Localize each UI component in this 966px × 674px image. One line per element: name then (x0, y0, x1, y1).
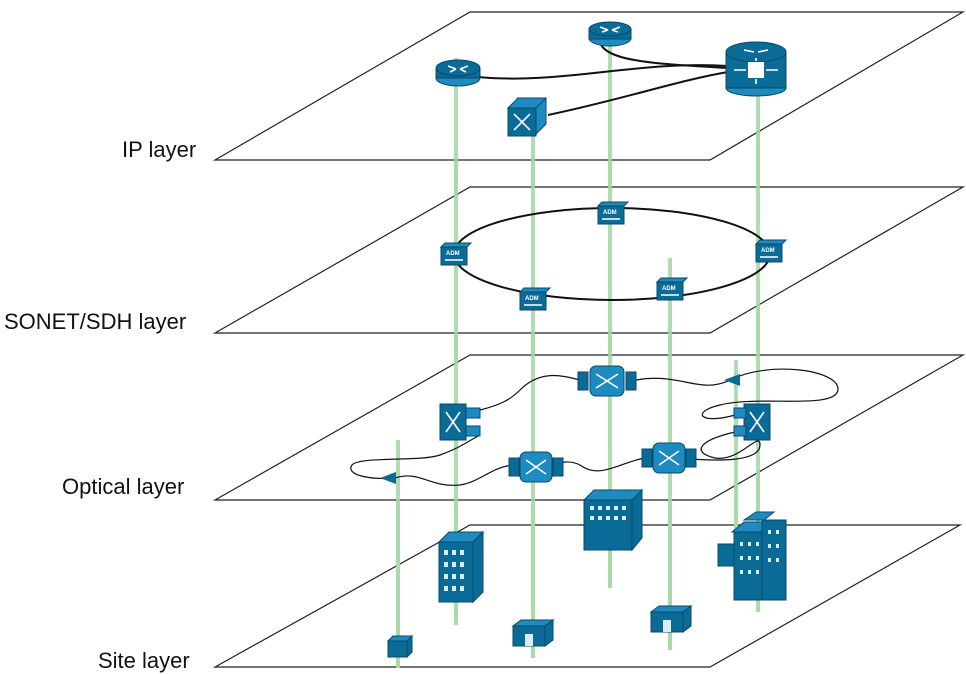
office-building-icon (582, 488, 644, 552)
adm-icon: ADM (655, 277, 689, 301)
router-icon (588, 21, 632, 47)
fiber-arrow-icon (380, 472, 396, 484)
tower-building-icon (437, 530, 485, 604)
optical-cross-connect-icon (577, 365, 637, 397)
router-icon (435, 59, 481, 87)
optical-layer-label: Optical layer (62, 474, 185, 499)
optical-cross-connect-icon (641, 442, 697, 474)
adm-icon: ADM (439, 242, 473, 266)
ip-links (477, 41, 729, 116)
optical-layer-plane (212, 354, 966, 501)
switch-icon (506, 97, 548, 137)
sonet-layer-label: SONET/SDH layer (4, 309, 187, 334)
core-router-icon (725, 41, 787, 97)
adm-icon: ADM (518, 287, 552, 311)
adm-label: ADM (662, 286, 676, 292)
adm-icon: ADM (596, 201, 630, 225)
small-house-icon (649, 605, 693, 633)
optical-cross-connect-icon (508, 451, 564, 483)
optical-add-drop-icon (733, 403, 771, 441)
small-site-box-icon (386, 634, 414, 659)
adm-label: ADM (525, 296, 539, 302)
sonet-layer-plane (212, 186, 966, 334)
adm-label: ADM (446, 251, 460, 257)
building-complex-icon (717, 511, 787, 601)
fiber-arrow-icon (724, 374, 740, 386)
adm-label: ADM (603, 210, 617, 216)
adm-icon: ADM (754, 239, 788, 263)
small-house-icon (511, 619, 555, 647)
site-layer-label: Site layer (98, 648, 190, 673)
adm-label: ADM (761, 248, 775, 254)
ip-layer-label: IP layer (122, 137, 197, 162)
optical-add-drop-icon (439, 403, 481, 441)
